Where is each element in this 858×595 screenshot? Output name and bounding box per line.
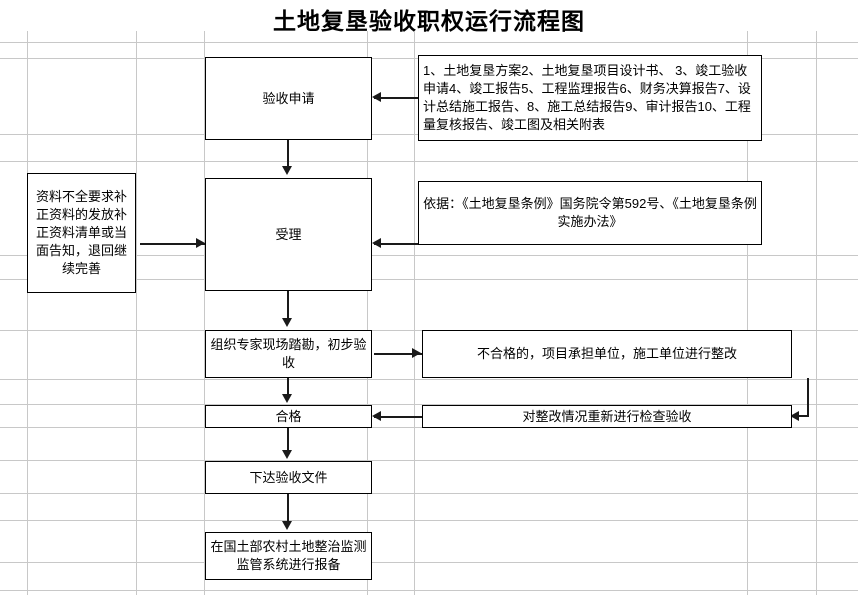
gridline-horizontal-5: [0, 279, 858, 280]
gridline-horizontal-14: [0, 590, 858, 591]
flow-node-acceptance: 受理: [205, 178, 372, 291]
materials-to-application: [374, 97, 418, 99]
gridline-vertical-1: [136, 31, 137, 595]
rectification-to-recheck-arrow: [790, 411, 799, 421]
application-to-acceptance: [287, 140, 289, 170]
recheck-to-qualified-arrow: [372, 411, 381, 421]
flow-node-application: 验收申请: [205, 57, 372, 140]
issue-to-filing: [287, 494, 289, 523]
qualified-to-issue: [287, 428, 289, 452]
gridline-vertical-4: [414, 31, 415, 595]
flow-node-label: 组织专家现场踏勘，初步验收: [210, 337, 367, 370]
gridline-horizontal-11: [0, 493, 858, 494]
gridline-vertical-3: [367, 31, 368, 595]
flow-node-legal-basis: 依据：《土地复垦条例》国务院令第592号、《土地复垦条例实施办法》: [418, 181, 762, 245]
survey-to-qualified: [287, 378, 289, 397]
flow-node-label: 对整改情况重新进行检查验收: [522, 408, 692, 424]
incomplete-to-acceptance-arrow: [196, 238, 205, 248]
rectification-down: [807, 378, 809, 416]
flow-node-expert-survey: 组织专家现场踏勘，初步验收: [205, 330, 372, 378]
page-title: 土地复垦验收职权运行流程图: [273, 8, 585, 35]
gridline-vertical-6: [816, 31, 817, 595]
flow-node-rectification: 不合格的，项目承担单位，施工单位进行整改: [422, 330, 792, 378]
basis-to-acceptance: [374, 243, 418, 245]
issue-to-filing-arrow: [282, 521, 292, 530]
flow-node-label: 依据：《土地复垦条例》国务院令第592号、《土地复垦条例实施办法》: [423, 196, 757, 229]
materials-to-application-arrow: [372, 92, 381, 102]
flow-node-label: 1、土地复垦方案2、土地复垦项目设计书、 3、竣工验收申请4、竣工报告5、工程监…: [423, 63, 751, 132]
gridline-horizontal-7: [0, 379, 858, 380]
gridline-vertical-0: [27, 31, 28, 595]
survey-to-qualified-arrow: [282, 394, 292, 403]
flow-node-qualified: 合格: [205, 405, 372, 428]
flow-node-label: 在国土部农村土地整治监测监管系统进行报备: [210, 539, 367, 572]
basis-to-acceptance-arrow: [372, 238, 381, 248]
flow-node-label: 验收申请: [262, 90, 315, 106]
gridline-horizontal-10: [0, 460, 858, 461]
flow-node-label: 资料不全要求补正资料的发放补正资料清单或当面告知，退回继续完善: [35, 189, 127, 276]
flow-node-label: 不合格的，项目承担单位，施工单位进行整改: [476, 346, 737, 362]
gridline-vertical-2: [204, 31, 205, 595]
flow-node-required-materials: 1、土地复垦方案2、土地复垦项目设计书、 3、竣工验收申请4、竣工报告5、工程监…: [418, 55, 762, 141]
flow-node-incomplete-materials: 资料不全要求补正资料的发放补正资料清单或当面告知，退回继续完善: [27, 173, 136, 293]
flow-node-issue-document: 下达验收文件: [205, 461, 372, 494]
acceptance-to-survey-arrow: [282, 318, 292, 327]
application-to-acceptance-arrow: [282, 166, 292, 175]
survey-to-rectification-arrow: [412, 348, 421, 358]
flow-node-filing-system: 在国土部农村土地整治监测监管系统进行报备: [205, 532, 372, 580]
flow-node-recheck: 对整改情况重新进行检查验收: [422, 405, 792, 428]
rectification-to-recheck: [796, 415, 809, 417]
gridline-horizontal-12: [0, 520, 858, 521]
recheck-to-qualified: [374, 416, 422, 418]
qualified-to-issue-arrow: [282, 450, 292, 459]
incomplete-to-acceptance: [140, 243, 205, 245]
gridline-horizontal-13: [0, 562, 858, 563]
flow-node-label: 受理: [275, 226, 302, 242]
survey-to-rectification: [374, 353, 422, 355]
gridline-horizontal-0: [0, 42, 858, 43]
gridline-horizontal-3: [0, 161, 858, 162]
acceptance-to-survey: [287, 291, 289, 320]
gridline-vertical-5: [747, 31, 748, 595]
gridline-horizontal-8: [0, 404, 858, 405]
flow-node-label: 下达验收文件: [249, 469, 328, 485]
flow-node-label: 合格: [275, 408, 302, 424]
gridline-horizontal-4: [0, 255, 858, 256]
